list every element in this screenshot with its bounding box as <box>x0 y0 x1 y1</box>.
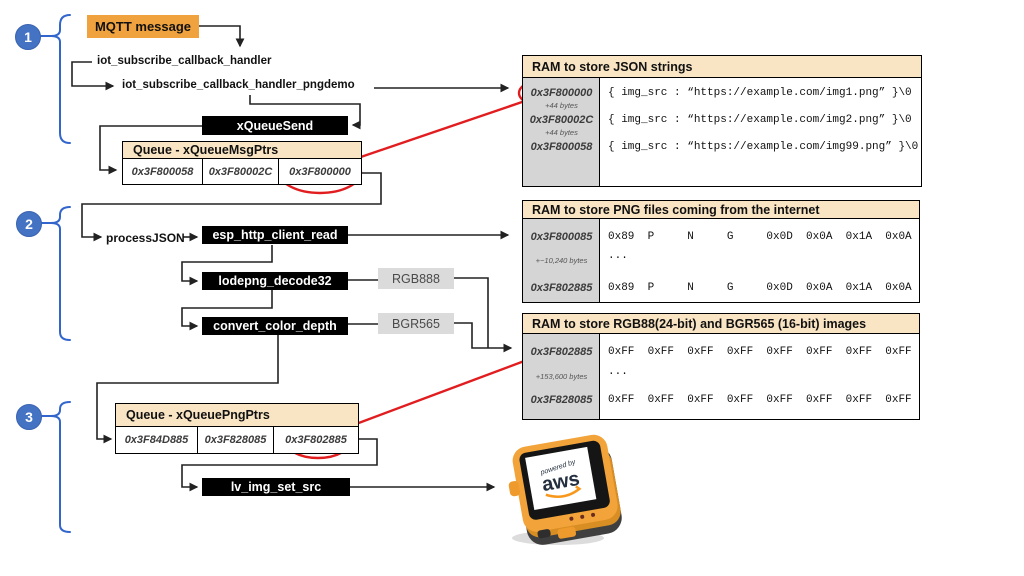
ram-images-content-1: 0xFF 0xFF 0xFF 0xFF 0xFF 0xFF 0xFF 0xFF <box>608 394 912 406</box>
ram-png-title: RAM to store PNG files coming from the i… <box>523 201 919 219</box>
lv-img-set-src-box: lv_img_set_src <box>202 478 350 496</box>
aws-device-container: powered by aws <box>500 428 634 550</box>
step-2-brace <box>50 206 71 341</box>
ram-png-note: +~10,240 bytes <box>535 256 588 265</box>
ram-json-title: RAM to store JSON strings <box>523 56 921 78</box>
red-line-json <box>351 99 526 162</box>
step-braces <box>39 14 71 533</box>
ram-json-address-column <box>523 78 600 186</box>
queue-pngptrs-title: Queue - xQueuePngPtrs <box>116 404 358 427</box>
ram-png-content-1: 0x89 P N G 0x0D 0x0A 0x1A 0x0A <box>608 282 912 294</box>
ram-json-table: RAM to store JSON strings 0x3F800000 +44… <box>522 55 922 187</box>
red-line-img <box>347 358 528 429</box>
ram-images-address-0: 0x3F802885 <box>530 346 593 358</box>
ram-json-content-2: { img_src : “https://example.com/img99.p… <box>608 141 919 153</box>
step-3-brace <box>50 401 71 533</box>
queue-pngptrs-cell-0: 0x3F84D885 <box>116 427 198 453</box>
ram-json-note-0: +44 bytes <box>545 101 578 110</box>
rgb888-chip: RGB888 <box>378 268 454 289</box>
queue-msgptrs-title: Queue - xQueueMsgPtrs <box>123 142 361 159</box>
step-2-badge: 2 <box>16 211 42 237</box>
ram-images-address-1: 0x3F828085 <box>530 394 593 406</box>
bgr565-chip: BGR565 <box>378 313 454 334</box>
ram-png-content-ellipsis: ... <box>608 250 628 262</box>
process-json-label: processJSON <box>106 231 185 245</box>
ram-images-note: +153,600 bytes <box>535 372 588 381</box>
ram-images-table: RAM to store RGB88(24-bit) and BGR565 (1… <box>522 313 920 420</box>
esp-http-client-read-box: esp_http_client_read <box>202 226 348 244</box>
xqueuesend-box: xQueueSend <box>202 116 348 135</box>
ram-json-address-2: 0x3F800058 <box>530 141 593 153</box>
queue-pngptrs-cell-1: 0x3F828085 <box>198 427 274 453</box>
step-1-badge: 1 <box>15 24 41 50</box>
ram-json-address-1: 0x3F80002C <box>529 114 594 126</box>
ram-json-content-1: { img_src : “https://example.com/img2.pn… <box>608 114 912 126</box>
aws-device-image: powered by aws <box>508 434 622 545</box>
queue-msgptrs-cell-0: 0x3F800058 <box>123 159 203 184</box>
mqtt-message-box: MQTT message <box>87 15 199 38</box>
lodepng-decode32-box: lodepng_decode32 <box>202 272 348 290</box>
ram-json-note-1: +44 bytes <box>545 128 578 137</box>
ram-json-address-0: 0x3F800000 <box>530 87 593 99</box>
ram-png-address-0: 0x3F800085 <box>530 231 593 243</box>
ram-images-address-column <box>523 334 600 419</box>
ram-images-content-ellipsis: ... <box>608 366 628 378</box>
ram-images-content-0: 0xFF 0xFF 0xFF 0xFF 0xFF 0xFF 0xFF 0xFF <box>608 346 912 358</box>
step-3-badge: 3 <box>16 404 42 430</box>
queue-pngptrs-cell-2: 0x3F802885 <box>285 434 347 446</box>
queue-msgptrs-cell-2: 0x3F800000 <box>289 165 351 178</box>
ram-png-table: RAM to store PNG files coming from the i… <box>522 200 920 303</box>
queue-msgptrs-table: Queue - xQueueMsgPtrs 0x3F800058 0x3F800… <box>122 141 362 185</box>
iot-subscribe-callback-handler-label: iot_subscribe_callback_handler <box>97 55 272 67</box>
ram-images-title: RAM to store RGB88(24-bit) and BGR565 (1… <box>523 314 919 334</box>
aws-smile-icon <box>545 485 582 499</box>
ram-json-content-0: { img_src : “https://example.com/img1.pn… <box>608 87 912 99</box>
ram-png-address-column <box>523 219 600 302</box>
ram-png-address-1: 0x3F802885 <box>530 282 593 294</box>
step-1-brace <box>50 14 71 144</box>
queue-msgptrs-cell-1: 0x3F80002C <box>203 159 279 184</box>
ram-png-content-0: 0x89 P N G 0x0D 0x0A 0x1A 0x0A <box>608 231 912 243</box>
convert-color-depth-box: convert_color_depth <box>202 317 348 335</box>
iot-subscribe-callback-handler-pngdemo-label: iot_subscribe_callback_handler_pngdemo <box>122 79 355 91</box>
queue-pngptrs-table: Queue - xQueuePngPtrs 0x3F84D885 0x3F828… <box>115 403 359 454</box>
